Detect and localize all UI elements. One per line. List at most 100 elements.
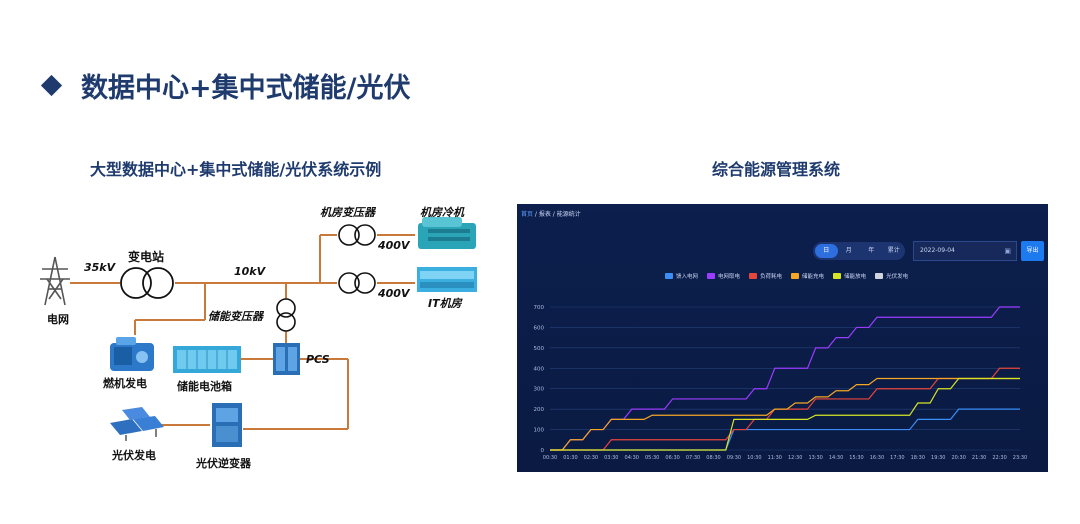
x-tick-label: 21:30 (972, 455, 986, 461)
x-tick-label: 08:30 (706, 455, 720, 461)
breadcrumb-home[interactable]: 首页 (521, 211, 534, 218)
voltage-400v-a-label: 400V (377, 239, 411, 252)
x-tick-label: 16:30 (870, 455, 884, 461)
voltage-400v-b-label: 400V (377, 287, 411, 300)
legend-swatch (833, 273, 842, 279)
date-picker[interactable]: 2022-09-04 ▣ (913, 241, 1017, 261)
x-tick-label: 06:30 (665, 455, 679, 461)
calendar-icon: ▣ (1004, 247, 1011, 255)
x-tick-label: 23:30 (1013, 455, 1027, 461)
it-transformer-icon (338, 272, 376, 294)
title-diamond-icon (40, 74, 63, 97)
solar-panel-icon (110, 407, 164, 441)
ems-panel: 首页 / 报表 / 能源统计 日 月 年 累计 2022-09-04 ▣ 导出 … (517, 204, 1048, 472)
grid-label: 电网 (47, 312, 69, 326)
voltage-35kv-label: 35kV (84, 261, 117, 274)
x-tick-label: 17:30 (890, 455, 904, 461)
y-tick-label: 700 (534, 305, 545, 311)
x-tick-label: 07:30 (686, 455, 700, 461)
x-tick-label: 13:30 (808, 455, 822, 461)
legend-swatch (665, 273, 673, 279)
storage-transformer-icon (276, 298, 296, 332)
series-line-1 (550, 306, 1020, 451)
room-transformer-label: 机房变压器 (320, 206, 377, 219)
legend-swatch (749, 273, 758, 279)
legend-item[interactable]: 馈入电网 (665, 272, 698, 280)
series-line-4 (550, 377, 1020, 451)
legend-item[interactable]: 电网取电 (707, 272, 740, 280)
pv-generation-label: 光伏发电 (111, 448, 156, 462)
legend-swatch (875, 273, 884, 279)
gas-generator-label: 燃机发电 (102, 376, 147, 390)
export-button[interactable]: 导出 (1021, 241, 1044, 261)
ems-subtitle: 综合能源管理系统 (712, 160, 841, 179)
battery-container-icon (173, 346, 241, 373)
y-tick-label: 0 (541, 448, 545, 454)
pv-inverter-icon (212, 403, 242, 447)
room-transformer-icon (338, 224, 376, 246)
y-tick-label: 300 (534, 387, 545, 393)
substation-label: 变电站 (128, 249, 164, 264)
it-room-icon (417, 267, 477, 292)
legend-item[interactable]: 储能充电 (791, 272, 824, 280)
y-tick-label: 200 (534, 407, 545, 413)
x-tick-label: 02:30 (584, 455, 598, 461)
x-tick-label: 20:30 (951, 455, 965, 461)
slide-title: 数据中心+集中式储能/光伏 (40, 66, 411, 105)
x-tick-label: 00:30 (543, 455, 557, 461)
battery-box-label: 储能电池箱 (177, 379, 232, 393)
period-tabs: 日 月 年 累计 (813, 242, 905, 260)
substation-transformer-icon (120, 267, 174, 299)
series-line-3 (550, 377, 1020, 451)
x-tick-label: 03:30 (604, 455, 618, 461)
voltage-10kv-label: 10kV (234, 265, 267, 278)
breadcrumb: 首页 / 报表 / 能源统计 (521, 211, 581, 218)
y-tick-label: 600 (534, 325, 545, 331)
y-tick-label: 100 (534, 428, 545, 434)
chart-legend: 馈入电网 电网取电 负荷耗电 储能充电 储能放电 光伏发电 (665, 272, 908, 280)
pv-inverter-label: 光伏逆变器 (195, 456, 252, 470)
slide-title-text: 数据中心+集中式储能/光伏 (81, 73, 411, 104)
legend-label: 电网取电 (718, 274, 741, 280)
pcs-cabinet-icon (273, 343, 300, 375)
x-tick-label: 09:30 (727, 455, 741, 461)
tab-day[interactable]: 日 (815, 244, 838, 258)
legend-label: 馈入电网 (676, 274, 699, 280)
it-room-label: IT机房 (428, 297, 464, 310)
y-tick-label: 400 (534, 366, 545, 372)
gas-generator-icon (110, 337, 154, 371)
room-cooling-label: 机房冷机 (420, 206, 465, 219)
x-tick-label: 11:30 (768, 455, 782, 461)
storage-transformer-label: 储能变压器 (208, 310, 265, 323)
tab-total[interactable]: 累计 (887, 247, 900, 254)
x-tick-label: 05:30 (645, 455, 659, 461)
legend-label: 负荷耗电 (760, 274, 783, 280)
tab-month[interactable]: 月 (845, 247, 852, 254)
power-system-diagram: 电网 35kV 变电站 10kV 机房变压器 机房冷机 400V 400V IT… (40, 206, 477, 470)
x-tick-label: 01:30 (563, 455, 577, 461)
x-tick-label: 19:30 (931, 455, 945, 461)
diagram-subtitle: 大型数据中心+集中式储能/光伏系统示例 (90, 160, 382, 179)
x-tick-label: 18:30 (911, 455, 925, 461)
legend-label: 储能放电 (844, 274, 867, 280)
breadcrumb-report[interactable]: 报表 (538, 211, 551, 218)
legend-item[interactable]: 光伏发电 (875, 272, 908, 280)
tab-year[interactable]: 年 (868, 247, 875, 254)
x-tick-label: 15:30 (849, 455, 863, 461)
date-value: 2022-09-04 (920, 247, 955, 254)
power-tower-icon (40, 256, 70, 306)
x-tick-label: 22:30 (992, 455, 1006, 461)
legend-swatch (707, 273, 716, 279)
legend-label: 储能充电 (802, 274, 825, 280)
x-tick-label: 14:30 (829, 455, 843, 461)
x-tick-label: 10:30 (747, 455, 761, 461)
diagram-wires (70, 234, 415, 430)
pcs-label: PCS (306, 353, 330, 366)
breadcrumb-energy-stats[interactable]: 能源统计 (556, 211, 581, 218)
legend-item[interactable]: 负荷耗电 (749, 272, 782, 280)
legend-swatch (791, 273, 800, 279)
chiller-icon (418, 217, 476, 249)
legend-label: 光伏发电 (886, 274, 909, 280)
legend-item[interactable]: 储能放电 (833, 272, 866, 280)
